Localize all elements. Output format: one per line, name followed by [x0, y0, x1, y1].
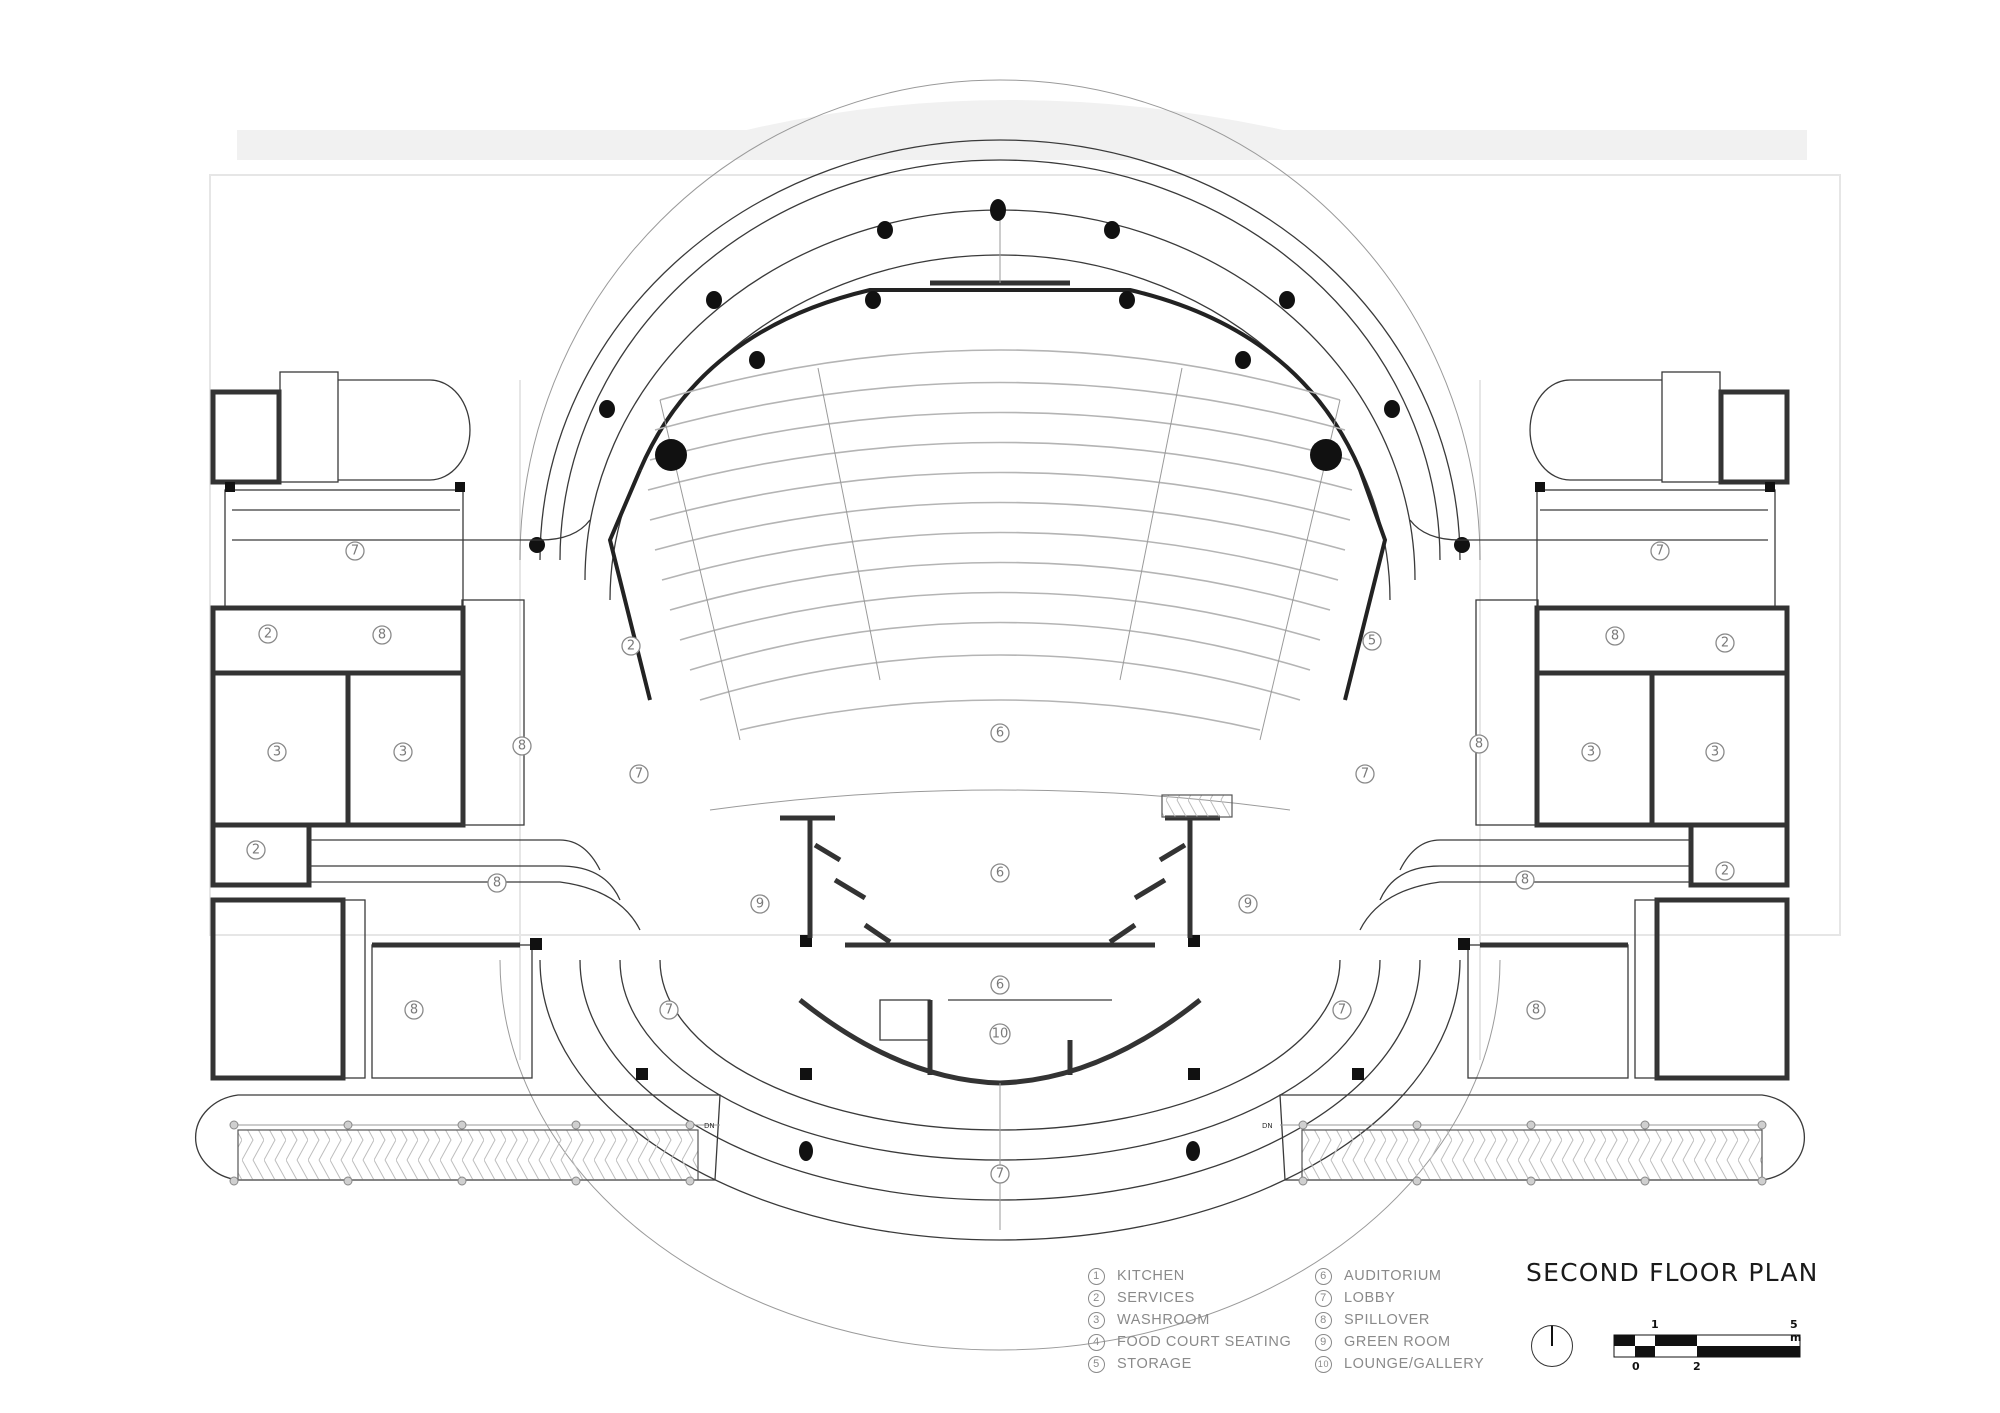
legend-item: 8 SPILLOVER	[1315, 1309, 1535, 1331]
svg-text:2: 2	[264, 627, 272, 642]
legend-item: 4 FOOD COURT SEATING	[1088, 1331, 1308, 1353]
legend-item: 2 SERVICES	[1088, 1287, 1308, 1309]
svg-text:10: 10	[992, 1027, 1009, 1042]
legend-item: 6 AUDITORIUM	[1315, 1265, 1535, 1287]
scale-label-0: 0	[1632, 1360, 1640, 1373]
ramp-dn-label-left: DN	[704, 1122, 715, 1130]
scale-bar-graphic	[1613, 1334, 1801, 1358]
svg-text:9: 9	[756, 897, 764, 912]
legend-number: 1	[1088, 1267, 1105, 1285]
svg-text:7: 7	[665, 1003, 673, 1018]
svg-text:6: 6	[996, 866, 1004, 881]
legend-label: GREEN ROOM	[1344, 1334, 1451, 1350]
legend-item: 3 WASHROOM	[1088, 1309, 1308, 1331]
svg-text:8: 8	[518, 739, 526, 754]
svg-text:8: 8	[1532, 1003, 1540, 1018]
legend-number: 8	[1315, 1311, 1332, 1329]
ramps: DN DN	[195, 1094, 1805, 1186]
legend-label: STORAGE	[1117, 1356, 1192, 1372]
drum-columns	[529, 199, 1470, 1161]
room-tags: 7 7 2 2 8 8 3 3 3 3 8 8 2 5 7 7 6 6 6 10…	[246, 541, 1735, 1184]
auditorium-seating	[647, 349, 1353, 811]
north-arrow-icon	[1531, 1325, 1573, 1367]
drum-arcs	[499, 79, 1501, 1351]
legend-number: 10	[1315, 1355, 1332, 1373]
scale-label-1: 1	[1651, 1318, 1659, 1331]
scale-label-2: 2	[1693, 1360, 1701, 1373]
legend-label: LOUNGE/GALLERY	[1344, 1356, 1485, 1372]
svg-text:7: 7	[1361, 767, 1369, 782]
legend-number: 5	[1088, 1355, 1105, 1373]
stage-area	[780, 794, 1233, 1075]
ramp-dn-label-right: DN	[1262, 1122, 1273, 1130]
svg-text:7: 7	[996, 1167, 1004, 1182]
legend-item: 10 LOUNGE/GALLERY	[1315, 1353, 1535, 1375]
svg-text:8: 8	[378, 628, 386, 643]
legend-label: SPILLOVER	[1344, 1312, 1430, 1328]
legend-number: 2	[1088, 1289, 1105, 1307]
legend-number: 6	[1315, 1267, 1332, 1285]
svg-text:9: 9	[1244, 897, 1252, 912]
legend-label: KITCHEN	[1117, 1268, 1185, 1284]
legend-number: 7	[1315, 1289, 1332, 1307]
svg-text:2: 2	[1721, 636, 1729, 651]
legend-number: 9	[1315, 1333, 1332, 1351]
svg-text:7: 7	[351, 544, 359, 559]
right-wing	[1188, 371, 1790, 1081]
svg-text:3: 3	[1587, 745, 1595, 760]
legend-item: 5 STORAGE	[1088, 1353, 1308, 1375]
legend-number: 3	[1088, 1311, 1105, 1329]
svg-text:5: 5	[1368, 634, 1376, 649]
scale-label-5m: 5 m	[1790, 1318, 1802, 1344]
legend-label: FOOD COURT SEATING	[1117, 1334, 1292, 1350]
legend-item: 9 GREEN ROOM	[1315, 1331, 1535, 1353]
legend-label: WASHROOM	[1117, 1312, 1210, 1328]
svg-text:2: 2	[1721, 864, 1729, 879]
scale-bar: 1 5 m 0 2	[1612, 1318, 1812, 1380]
svg-text:3: 3	[273, 745, 281, 760]
svg-text:7: 7	[1656, 544, 1664, 559]
svg-text:8: 8	[493, 876, 501, 891]
legend-item: 1 KITCHEN	[1088, 1265, 1308, 1287]
legend-label: AUDITORIUM	[1344, 1268, 1442, 1284]
legend-label: SERVICES	[1117, 1290, 1195, 1306]
svg-text:2: 2	[627, 639, 635, 654]
svg-text:8: 8	[1521, 873, 1529, 888]
legend-column-2: 6 AUDITORIUM 7 LOBBY 8 SPILLOVER 9 GREEN ROO…	[1315, 1265, 1535, 1375]
svg-text:8: 8	[1611, 629, 1619, 644]
svg-text:3: 3	[399, 745, 407, 760]
svg-text:6: 6	[996, 978, 1004, 993]
north-needle	[1551, 1326, 1553, 1346]
svg-text:7: 7	[635, 767, 643, 782]
legend-column-1: 1 KITCHEN 2 SERVICES 3 WASHROOM 4 FOOD COURT…	[1088, 1265, 1308, 1375]
drawing-title: SECOND FLOOR PLAN	[1526, 1258, 1819, 1287]
legend-number: 4	[1088, 1333, 1105, 1351]
svg-text:6: 6	[996, 726, 1004, 741]
svg-text:8: 8	[1475, 737, 1483, 752]
legend-label: LOBBY	[1344, 1290, 1396, 1306]
legend-item: 7 LOBBY	[1315, 1287, 1535, 1309]
svg-text:3: 3	[1711, 745, 1719, 760]
background-ghost-layer	[209, 100, 1841, 1060]
svg-text:7: 7	[1338, 1003, 1346, 1018]
svg-text:2: 2	[252, 843, 260, 858]
svg-text:8: 8	[410, 1003, 418, 1018]
left-wing	[210, 371, 812, 1081]
